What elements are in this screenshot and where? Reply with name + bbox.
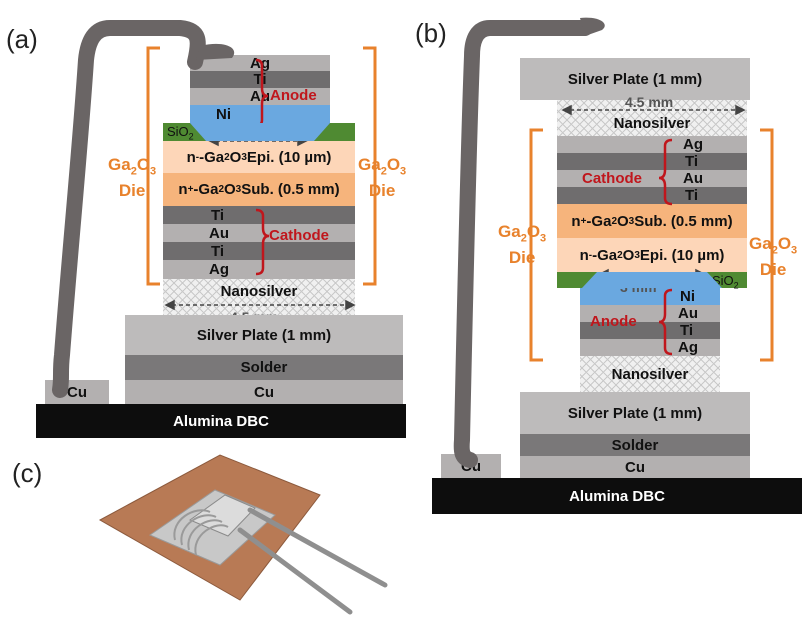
brace-cathode-a: [255, 208, 270, 276]
module-photo: [98, 454, 388, 615]
layer-ni-b: Ni: [580, 288, 720, 305]
panel-label-c: (c): [12, 458, 43, 488]
layer-ti-b: Ti: [557, 153, 747, 170]
bond-wire-a: [52, 20, 206, 398]
silver-plate: Silver Plate (1 mm): [125, 315, 403, 355]
bond-wires-photo: [173, 509, 229, 556]
brace-anode-b: [658, 288, 673, 356]
anode-label: Anode: [270, 87, 317, 104]
layer-ti-b-3: Ti: [580, 322, 720, 339]
silver-plate-top: Silver Plate (1 mm): [520, 58, 750, 100]
arrow-4-5mm-b: [561, 104, 746, 116]
layer-ag: Ag: [190, 55, 330, 72]
brace-anode-a: [255, 58, 269, 128]
anode-label-b: Anode: [590, 313, 637, 330]
ni-notch-a: [190, 123, 330, 141]
bond-wire-a-tip: [196, 43, 235, 60]
layer-ni: Ni: [190, 105, 330, 123]
layer-ag-b: Ag: [557, 136, 747, 153]
bracket-right-b: [760, 128, 774, 362]
bond-wire-b: [453, 20, 593, 468]
panel-label-b: (b): [415, 18, 447, 48]
nanosilver-layer-top: Nanosilver: [557, 100, 747, 136]
lead-pins-photo: [237, 507, 388, 615]
die-photo: [188, 494, 256, 537]
layer-ti-cathode: Ti: [163, 206, 355, 224]
layer-ag-b-2: Ag: [580, 339, 720, 356]
layer-au-b: Au: [557, 170, 747, 187]
brace-cathode-b: [658, 138, 673, 206]
cathode-label: Cathode: [269, 227, 329, 244]
arrow-4-5mm-a: [164, 299, 356, 311]
bracket-left-a: [146, 46, 160, 286]
nanosilver-layer: Nanosilver: [163, 279, 355, 315]
bracket-right-a: [363, 46, 377, 286]
solder-layer-b: Solder: [520, 434, 750, 456]
panel-label-a: (a): [6, 24, 38, 54]
layer-ti: Ti: [190, 71, 330, 88]
layer-ag-cathode: Ag: [163, 260, 355, 279]
dimension-4-5mm-b: 4.5 mm: [625, 94, 674, 110]
layer-au-b-2: Au: [580, 305, 720, 322]
cu-layer: Cu: [125, 380, 403, 404]
layer-au-cathode: Au: [163, 224, 355, 242]
cu-layer-b: Cu: [520, 456, 750, 478]
bracket-left-b: [529, 128, 543, 362]
silver-plate-bottom: Silver Plate (1 mm): [520, 392, 750, 434]
cathode-label-b: Cathode: [582, 170, 642, 187]
nanosilver-layer-bottom: Nanosilver: [580, 356, 720, 392]
sio2-label: SiO2: [167, 124, 194, 142]
layer-au: Au: [190, 88, 330, 105]
alumina-dbc-b: Alumina DBC: [432, 478, 802, 514]
layer-ti-b-2: Ti: [557, 187, 747, 204]
alumina-dbc: Alumina DBC: [36, 404, 406, 438]
ni-notch-b: [582, 272, 722, 288]
bond-wire-b-tip: [580, 17, 605, 36]
solder-layer: Solder: [125, 355, 403, 380]
layer-ti-cathode-2: Ti: [163, 242, 355, 260]
